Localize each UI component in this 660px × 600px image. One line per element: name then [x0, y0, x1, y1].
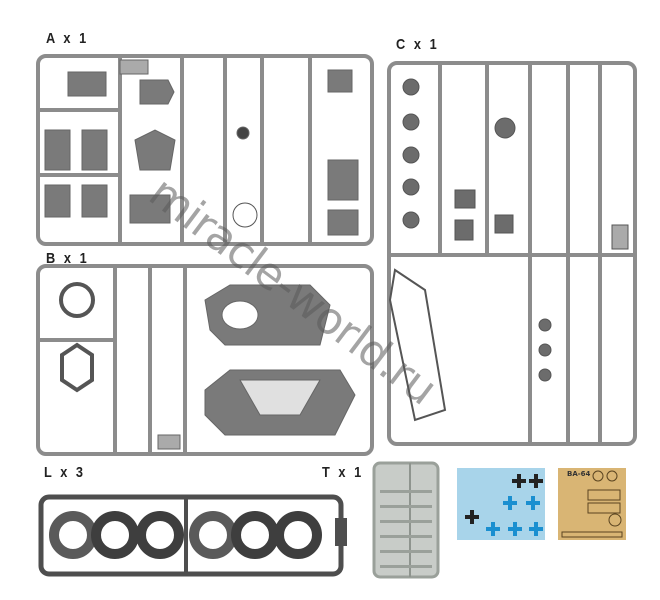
sprue-c-parts	[388, 78, 629, 422]
sprue-a-parts	[44, 59, 359, 236]
sprue-t	[372, 461, 440, 579]
sprue-a-label: A x 1	[46, 30, 89, 47]
sprue-l	[38, 494, 347, 577]
sprue-a	[36, 54, 374, 246]
sprue-l-label: L x 3	[44, 464, 86, 481]
sprue-b	[36, 264, 374, 456]
photo-etch-title: BA-64	[567, 470, 591, 478]
decal-sheet	[457, 468, 545, 540]
sprue-b-parts	[59, 282, 356, 450]
sprue-b-label: B x 1	[46, 250, 90, 267]
sprue-c	[387, 61, 637, 446]
photo-etch-fret	[558, 468, 626, 540]
sprue-c-label: C x 1	[396, 36, 440, 53]
sprue-t-label: T x 1	[322, 464, 364, 481]
